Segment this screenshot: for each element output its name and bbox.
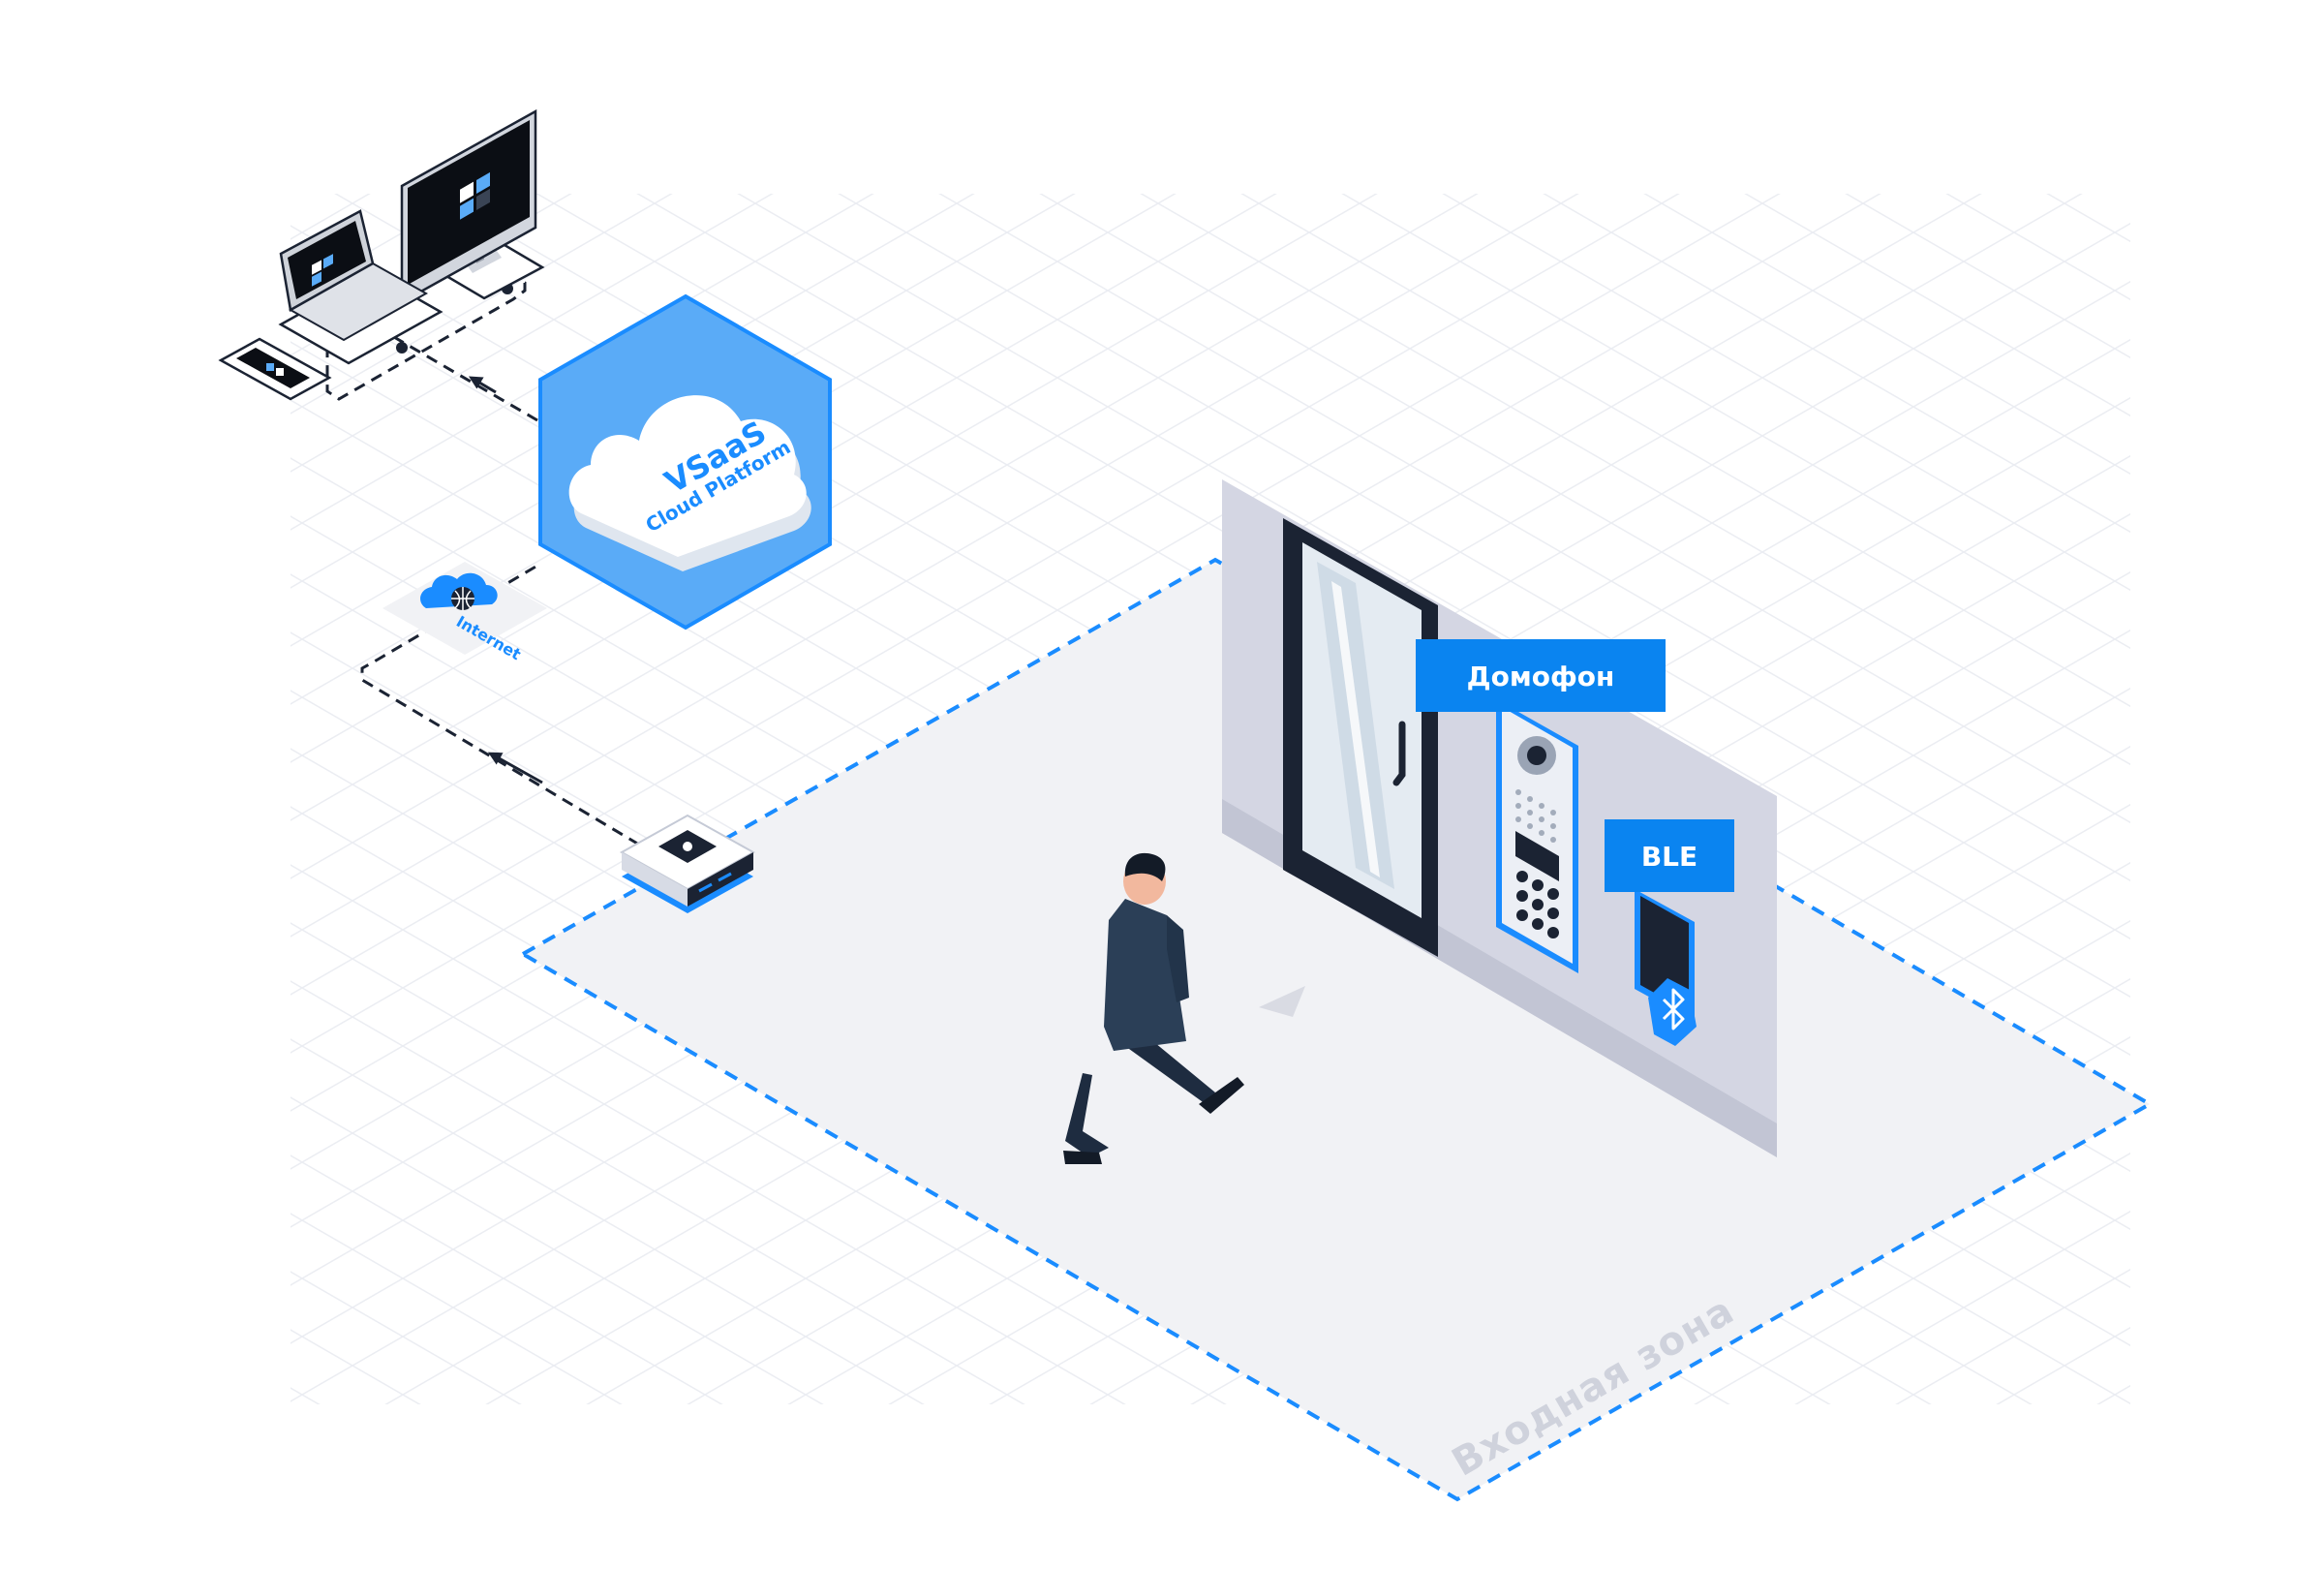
intercom-label-text: Домофон	[1467, 661, 1615, 692]
client-devices[interactable]	[218, 108, 545, 401]
gateway-device[interactable]	[619, 814, 756, 913]
person-walking	[1063, 852, 1244, 1164]
person-arm	[1167, 915, 1189, 1002]
laptop-device[interactable]	[278, 209, 443, 365]
ble-label: BLE	[1605, 819, 1734, 892]
bluetooth-icon	[1662, 988, 1685, 1031]
entry-zone	[518, 557, 2155, 1502]
vsaas-cloud-platform[interactable]: VSaaS Cloud Platform	[538, 293, 832, 631]
cloud-icon	[568, 395, 807, 557]
phone-device[interactable]	[218, 337, 332, 401]
person-shoe-back	[1063, 1151, 1102, 1164]
person-hair	[1124, 852, 1166, 881]
door-handle[interactable]	[1392, 721, 1406, 786]
intercom-display	[1515, 831, 1559, 881]
door[interactable]	[1283, 518, 1438, 957]
ble-reader[interactable]	[1635, 889, 1697, 1046]
intercom-panel[interactable]	[1496, 699, 1578, 973]
keypad[interactable]	[1516, 871, 1559, 938]
intercom-label: Домофон	[1416, 639, 1666, 712]
person-leg-back	[1065, 1073, 1109, 1157]
monitor-device[interactable]	[400, 108, 545, 305]
speaker-grille	[1515, 789, 1556, 843]
floor-direction-marker	[1259, 986, 1305, 1017]
ble-label-text: BLE	[1641, 841, 1697, 873]
person-torso	[1104, 899, 1186, 1051]
person-shoe-front	[1199, 1077, 1244, 1114]
